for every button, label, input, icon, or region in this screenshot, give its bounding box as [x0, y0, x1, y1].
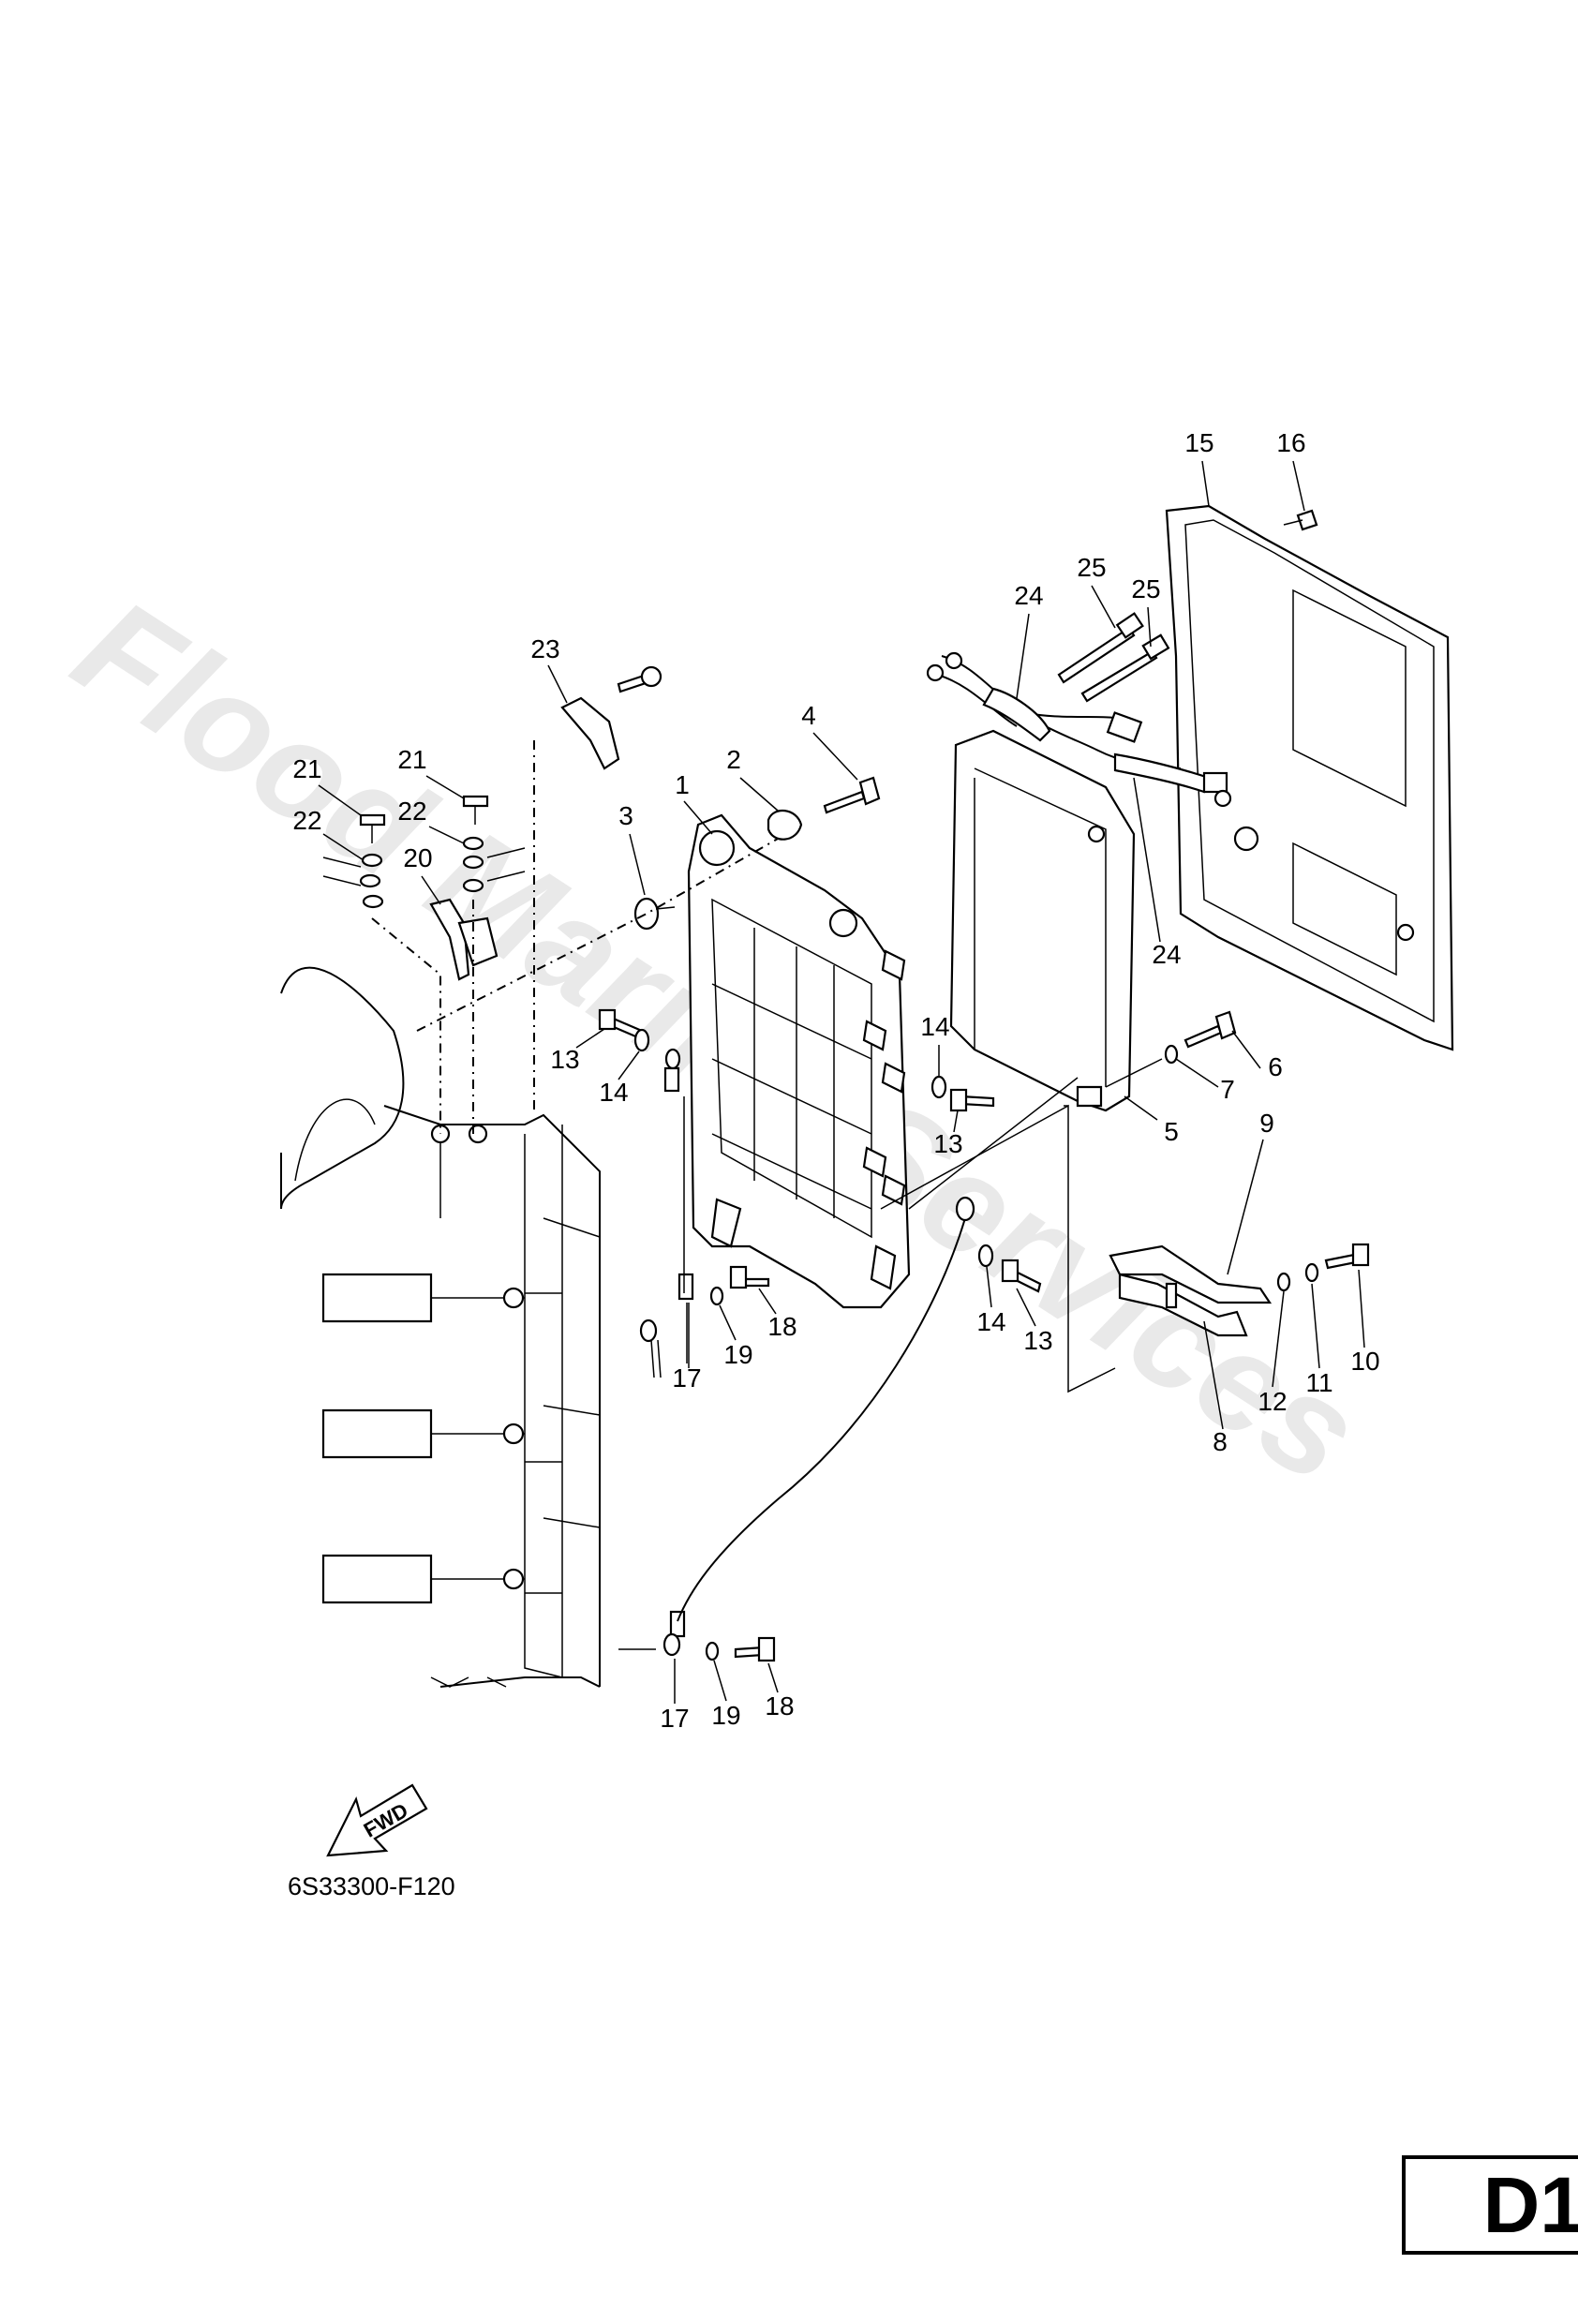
callout-22b: 22: [397, 797, 426, 826]
callout-6: 6: [1268, 1052, 1283, 1081]
callout-24a: 24: [1014, 581, 1043, 610]
callout-1: 1: [675, 770, 690, 799]
callout-8: 8: [1213, 1427, 1228, 1456]
leader-lines: [318, 460, 1365, 1704]
engine-block: [280, 966, 601, 1688]
callout-25b: 25: [1131, 574, 1160, 603]
callout-4: 4: [801, 701, 816, 730]
callout-15: 15: [1184, 428, 1213, 457]
diagram-code: 6S33300-F120: [288, 1872, 455, 1900]
callout-2: 2: [726, 745, 741, 774]
callout-25a: 25: [1077, 553, 1106, 582]
callout-18b: 18: [765, 1691, 794, 1721]
callout-12: 12: [1258, 1387, 1287, 1416]
page-label: D1: [1482, 2161, 1578, 2249]
cdi-unit: [949, 729, 1136, 1112]
assembly-lines: [371, 740, 1163, 1650]
electrical-bracket: [687, 813, 911, 1309]
callout-18a: 18: [767, 1312, 796, 1341]
callout-11: 11: [1305, 1368, 1332, 1397]
callout-14b: 14: [920, 1012, 949, 1041]
callout-5: 5: [1164, 1117, 1179, 1146]
callout-19b: 19: [711, 1701, 740, 1730]
callout-16: 16: [1276, 428, 1305, 457]
callout-9: 9: [1259, 1109, 1274, 1138]
callout-13c: 13: [1023, 1326, 1052, 1355]
callout-19a: 19: [723, 1340, 752, 1369]
callout-13a: 13: [550, 1045, 579, 1074]
page-label-badge: D1: [1402, 2155, 1578, 2255]
callout-21b: 21: [397, 745, 426, 774]
callout-20: 20: [403, 843, 432, 872]
fasteners: [322, 509, 1370, 1662]
callout-labels: 1 2 3 4 5 6 7 8 9 10 11 12 13 13 13 14 1…: [292, 428, 1379, 1733]
fwd-arrow-icon: FWD: [326, 1783, 428, 1857]
callout-17b: 17: [660, 1704, 689, 1733]
callout-22a: 22: [292, 806, 321, 835]
callout-14a: 14: [599, 1078, 628, 1107]
callout-24b: 24: [1152, 940, 1181, 969]
callout-10: 10: [1350, 1347, 1379, 1376]
callout-17a: 17: [672, 1363, 701, 1393]
callout-21a: 21: [292, 754, 321, 783]
callout-23: 23: [530, 634, 559, 663]
callout-13b: 13: [933, 1129, 962, 1158]
cdi-cover: [1165, 504, 1454, 1051]
callout-7: 7: [1220, 1075, 1235, 1104]
callout-14c: 14: [976, 1307, 1005, 1336]
wire-harness: [926, 612, 1232, 808]
callout-3: 3: [618, 801, 633, 830]
